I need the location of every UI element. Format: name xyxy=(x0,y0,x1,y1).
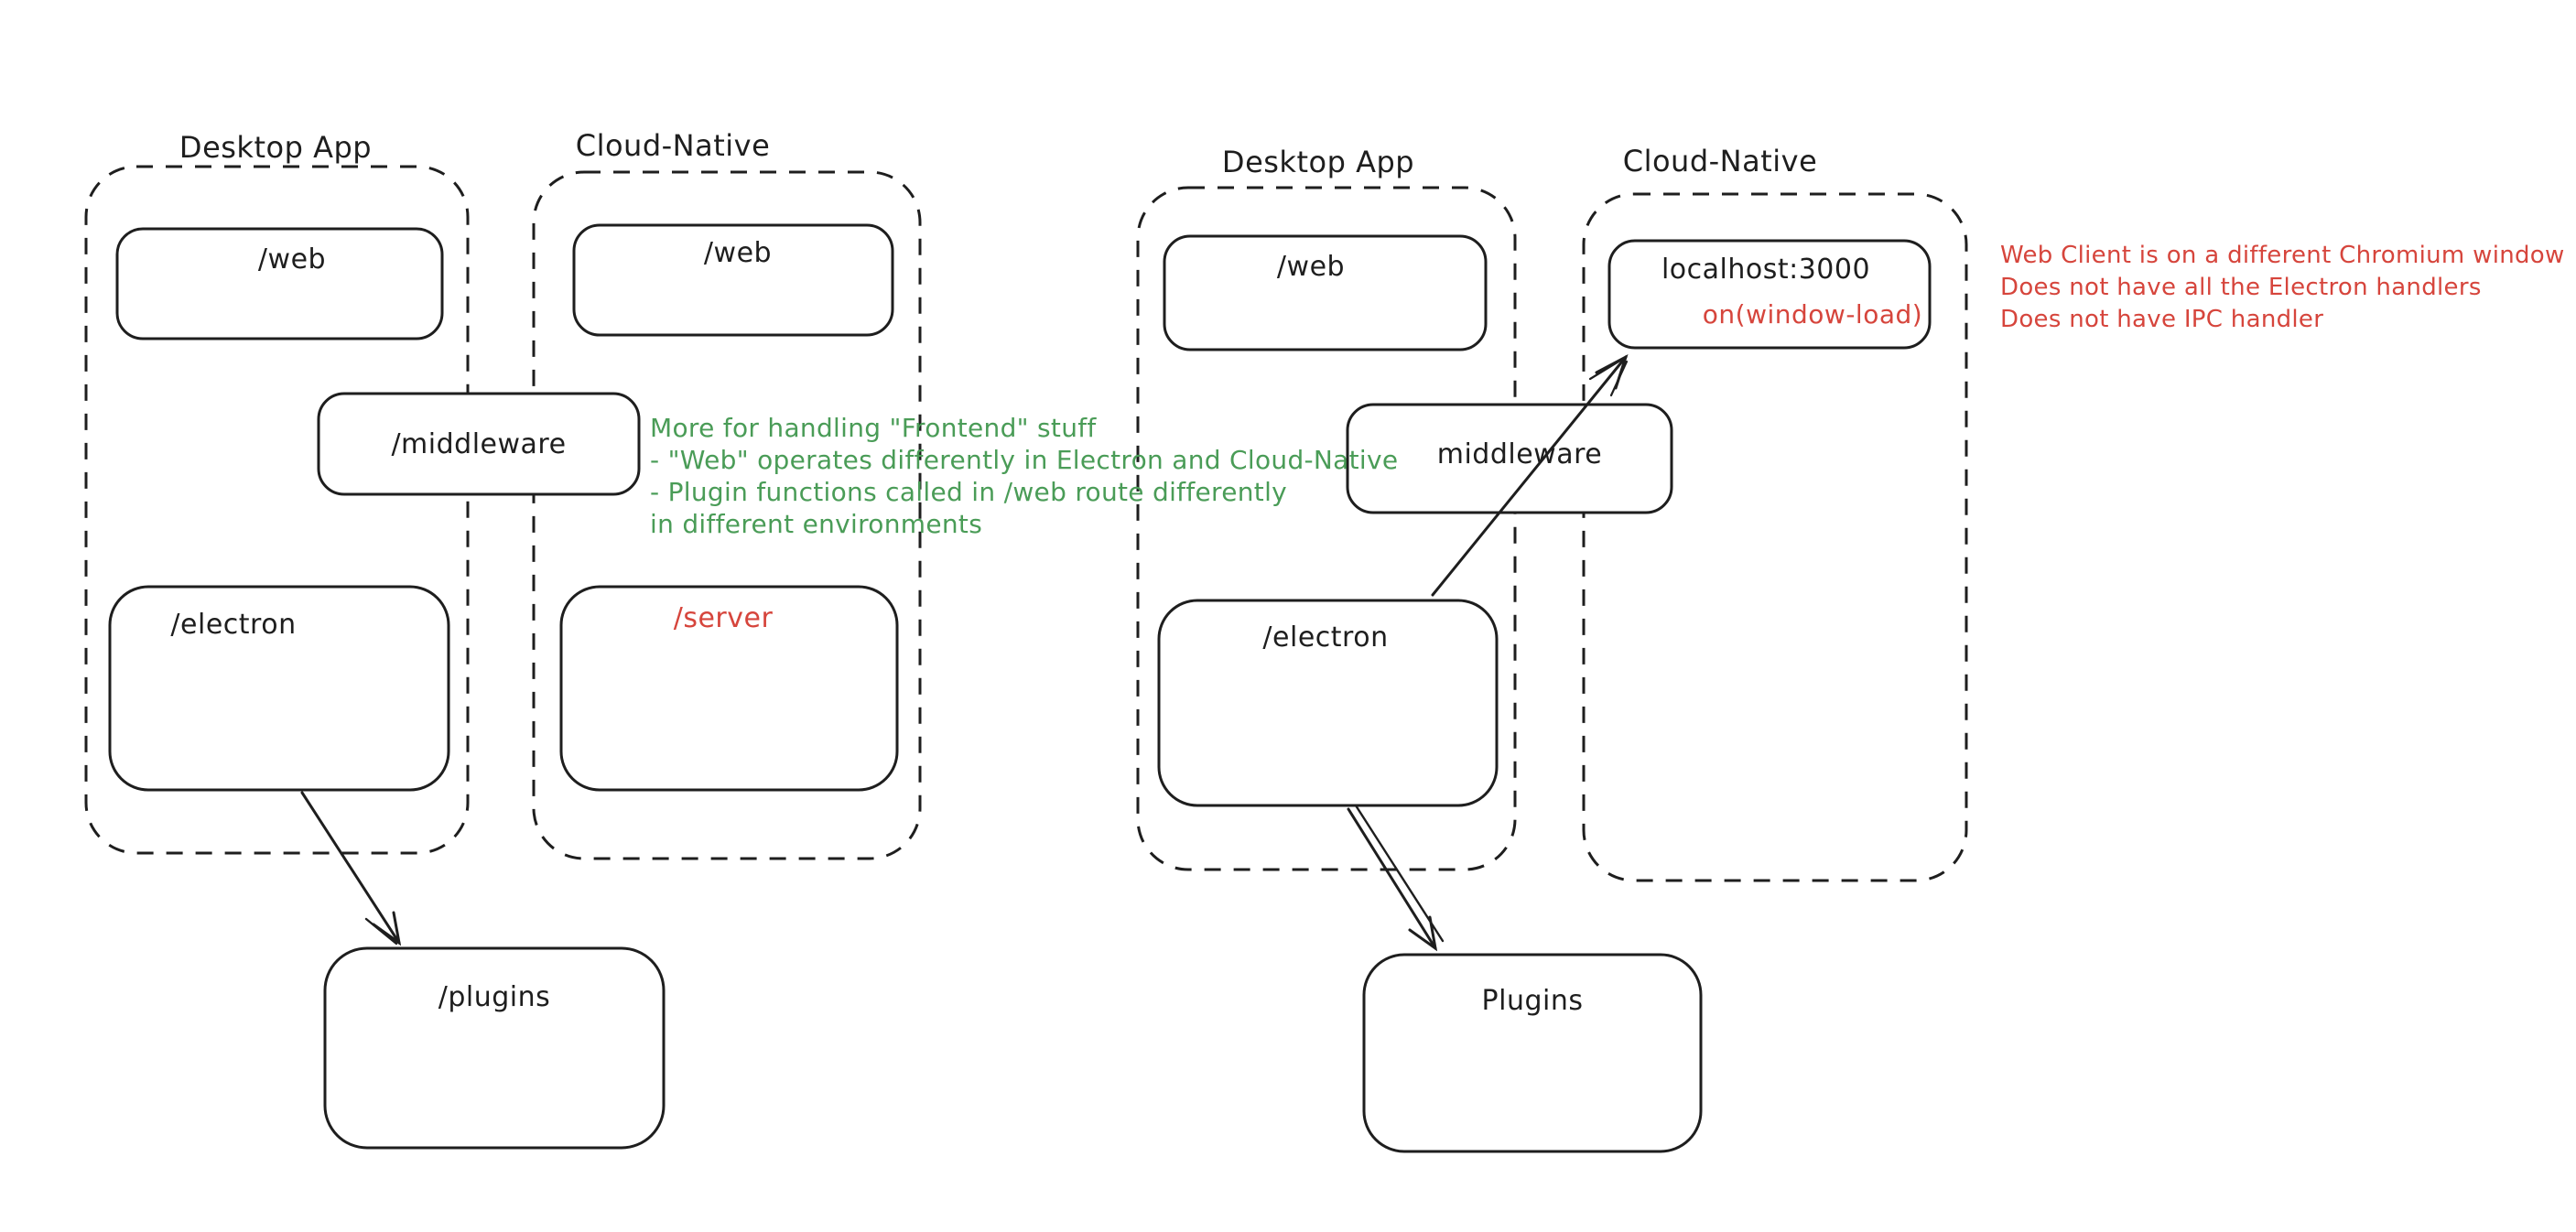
green-note-line-2: - "Web" operates differently in Electron… xyxy=(650,445,1399,475)
green-note: More for handling "Frontend" stuff - "We… xyxy=(650,412,1398,540)
right-middleware-box xyxy=(1346,403,1673,514)
left-desktop-web-box xyxy=(115,227,444,340)
right-desktop-app-label: Desktop App xyxy=(1221,145,1415,179)
left-server-label: /server xyxy=(673,602,774,634)
left-plugins-box xyxy=(323,946,666,1150)
left-plugins-label: /plugins xyxy=(438,981,551,1013)
left-middleware-box xyxy=(317,392,641,496)
right-electron-box xyxy=(1157,599,1499,807)
left-cloud-web-label: /web xyxy=(703,237,773,269)
left-desktop-web-label: /web xyxy=(257,243,327,276)
left-cloud-native-container xyxy=(532,170,922,860)
right-plugins-label: Plugins xyxy=(1481,985,1584,1017)
right-plugins-box xyxy=(1362,953,1703,1153)
arrow-left-electron-to-plugins xyxy=(300,791,401,945)
left-electron-label: /electron xyxy=(170,609,297,641)
right-web-box xyxy=(1163,234,1488,351)
right-electron-label: /electron xyxy=(1262,621,1389,654)
red-note: Web Client is on a different Chromium wi… xyxy=(2000,240,2565,336)
right-cloud-native-container xyxy=(1582,192,1968,882)
arrowhead-right-electron-to-plugins xyxy=(1408,915,1438,952)
right-desktop-app-container xyxy=(1136,186,1517,871)
arrowhead-sketch-stroke xyxy=(364,917,398,946)
left-desktop-app-label: Desktop App xyxy=(179,130,373,165)
right-cloud-native-label: Cloud-Native xyxy=(1622,144,1818,178)
left-middleware-label: /middleware xyxy=(391,428,567,460)
right-localhost-box xyxy=(1607,239,1932,350)
left-electron-box xyxy=(108,585,450,792)
right-web-label: /web xyxy=(1276,251,1346,283)
left-cloud-web-box xyxy=(572,223,894,337)
arrow-right-electron-to-plugins xyxy=(1347,807,1437,950)
green-note-line-4: in different environments xyxy=(650,509,983,539)
arrowhead-sketch-stroke xyxy=(1588,357,1629,397)
green-note-line-1: More for handling "Frontend" stuff xyxy=(650,413,1097,443)
green-note-line-3: - Plugin functions called in /web route … xyxy=(650,477,1288,507)
arrow-right-electron-to-localhost xyxy=(1431,355,1628,597)
right-middleware-label: middleware xyxy=(1436,438,1603,470)
red-note-line-2: Does not have all the Electron handlers xyxy=(2000,274,2482,301)
arrow-right-electron-to-plugins-sketch-stroke xyxy=(1354,804,1445,943)
left-server-box xyxy=(559,585,899,792)
red-note-line-3: Does not have IPC handler xyxy=(2000,306,2324,333)
left-cloud-native-label: Cloud-Native xyxy=(575,128,771,163)
red-note-line-1: Web Client is on a different Chromium wi… xyxy=(2000,242,2565,269)
right-window-load-label: on(window-load) xyxy=(1702,299,1923,330)
left-desktop-app-container xyxy=(84,165,470,855)
right-localhost-label: localhost:3000 xyxy=(1661,254,1871,286)
